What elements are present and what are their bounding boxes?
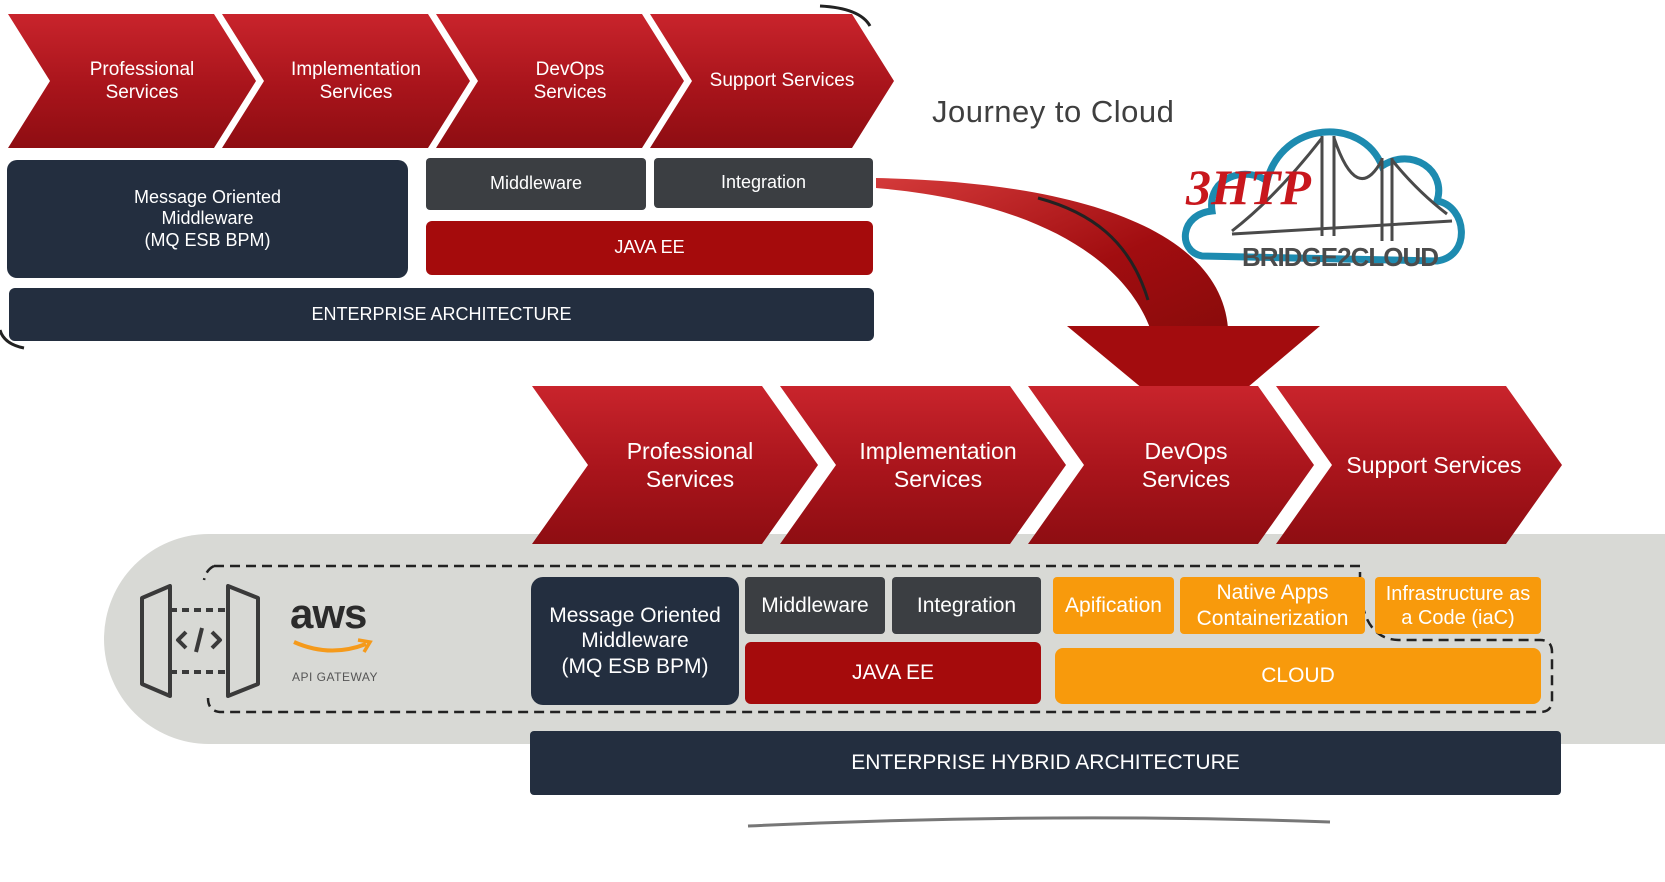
logo-tagline: BRIDGE2CLOUD bbox=[1242, 242, 1439, 272]
api-gateway-icon bbox=[140, 584, 260, 698]
bottom-java-ee: JAVA EE bbox=[745, 642, 1041, 704]
cloud-bridge-icon bbox=[1182, 128, 1465, 265]
bottom-enterprise-hybrid-architecture: ENTERPRISE HYBRID ARCHITECTURE bbox=[530, 731, 1561, 795]
logo-brand: 3HTP bbox=[1186, 159, 1311, 215]
top-integration: Integration bbox=[654, 158, 873, 208]
top-java-ee: JAVA EE bbox=[426, 221, 873, 275]
bottom-cloud: CLOUD bbox=[1055, 648, 1541, 704]
top-middleware: Middleware bbox=[426, 158, 646, 210]
bottom-infrastructure-as-code: Infrastructure as a Code (iaC) bbox=[1375, 577, 1541, 634]
bottom-apification: Apification bbox=[1053, 577, 1174, 634]
hybrid-panel bbox=[104, 534, 1665, 744]
journey-title: Journey to Cloud bbox=[932, 94, 1175, 129]
aws-logo: aws bbox=[290, 590, 367, 637]
aws-smile-icon bbox=[293, 638, 373, 653]
top-enterprise-architecture: ENTERPRISE ARCHITECTURE bbox=[9, 288, 874, 341]
bottom-native-apps: Native Apps Containerization bbox=[1180, 577, 1365, 634]
top-message-oriented-middleware: Message Oriented Middleware (MQ ESB BPM) bbox=[7, 160, 408, 278]
bridge2cloud-logo: 3HTP BRIDGE2CLOUD bbox=[1172, 96, 1474, 278]
aws-caption: API GATEWAY bbox=[292, 670, 378, 684]
bottom-integration: Integration bbox=[892, 577, 1041, 634]
bottom-message-oriented-middleware: Message Oriented Middleware (MQ ESB BPM) bbox=[531, 577, 739, 705]
bottom-middleware: Middleware bbox=[745, 577, 885, 634]
